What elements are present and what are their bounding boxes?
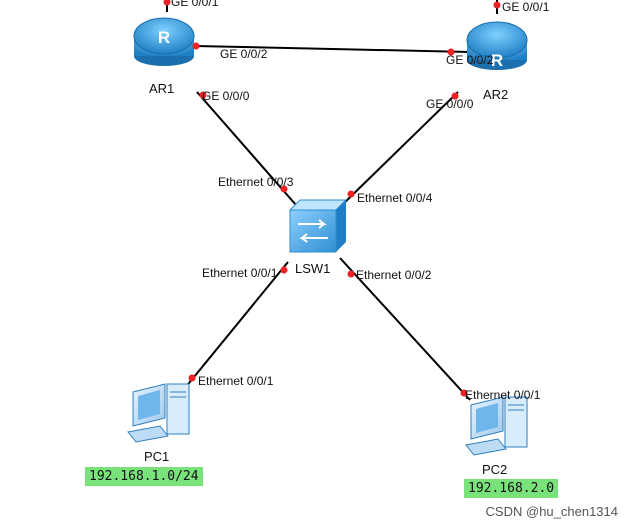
port-label-lsw-e002: Ethernet 0/0/2 (356, 268, 432, 282)
pc1-network-label: 192.168.1.0/24 (85, 467, 203, 486)
port-dot-ar1-g001 (163, 0, 171, 6)
port-dot-ar2-g001 (493, 1, 501, 9)
port-label-ar2-g001: GE 0/0/1 (502, 0, 550, 14)
port-dot-lsw-e001 (280, 266, 288, 274)
port-dot-ar2-g000 (451, 92, 459, 100)
link-ar1-ar2 (194, 45, 471, 53)
pc2-network-label: 192.168.2.0 (464, 479, 559, 498)
port-dot-ar2-g002 (447, 48, 455, 56)
port-label-pc2-e001: Ethernet 0/0/1 (465, 388, 541, 402)
link-lsw1-pc2 (339, 257, 471, 401)
router-ar1-icon[interactable]: R (133, 17, 195, 66)
pc1-label: PC1 (144, 449, 169, 464)
port-label-ar1-g000: GE 0/0/0 (202, 89, 250, 103)
watermark: CSDN @hu_chen1314 (485, 504, 618, 519)
pc1-icon[interactable] (127, 383, 190, 443)
lsw1-label: LSW1 (295, 261, 330, 276)
switch-lsw1-icon[interactable] (288, 199, 348, 253)
ar1-label: AR1 (149, 81, 174, 96)
link-ar1-lsw1 (196, 91, 297, 206)
port-dot-ar1-g000 (199, 91, 207, 99)
port-dot-pc1-e001 (188, 374, 196, 382)
port-dot-lsw-e004 (347, 190, 355, 198)
port-label-lsw-e001: Ethernet 0/0/1 (202, 266, 278, 280)
port-dot-lsw-e003 (280, 185, 288, 193)
port-dot-pc2-e001 (460, 389, 468, 397)
port-label-pc1-e001: Ethernet 0/0/1 (198, 374, 274, 388)
svg-text:R: R (158, 28, 170, 47)
port-label-ar1-g001: GE 0/0/1 (171, 0, 219, 9)
pc2-label: PC2 (482, 462, 507, 477)
port-label-ar2-g002: GE 0/0/2 (446, 53, 494, 67)
router-ar2-icon[interactable]: R (466, 21, 528, 70)
port-label-lsw-e004: Ethernet 0/0/4 (357, 191, 433, 205)
link-lsw1-pc1 (184, 261, 289, 389)
port-dot-ar1-g002 (192, 42, 200, 50)
port-label-lsw-e003: Ethernet 0/0/3 (218, 175, 294, 189)
ar2-label: AR2 (483, 87, 508, 102)
port-label-ar1-g002: GE 0/0/2 (220, 47, 268, 61)
pc2-icon[interactable] (465, 396, 528, 456)
link-ar2-lsw1 (339, 91, 459, 208)
svg-text:R: R (491, 51, 503, 70)
port-dot-lsw-e002 (347, 270, 355, 278)
port-label-ar2-g000: GE 0/0/0 (426, 97, 474, 111)
